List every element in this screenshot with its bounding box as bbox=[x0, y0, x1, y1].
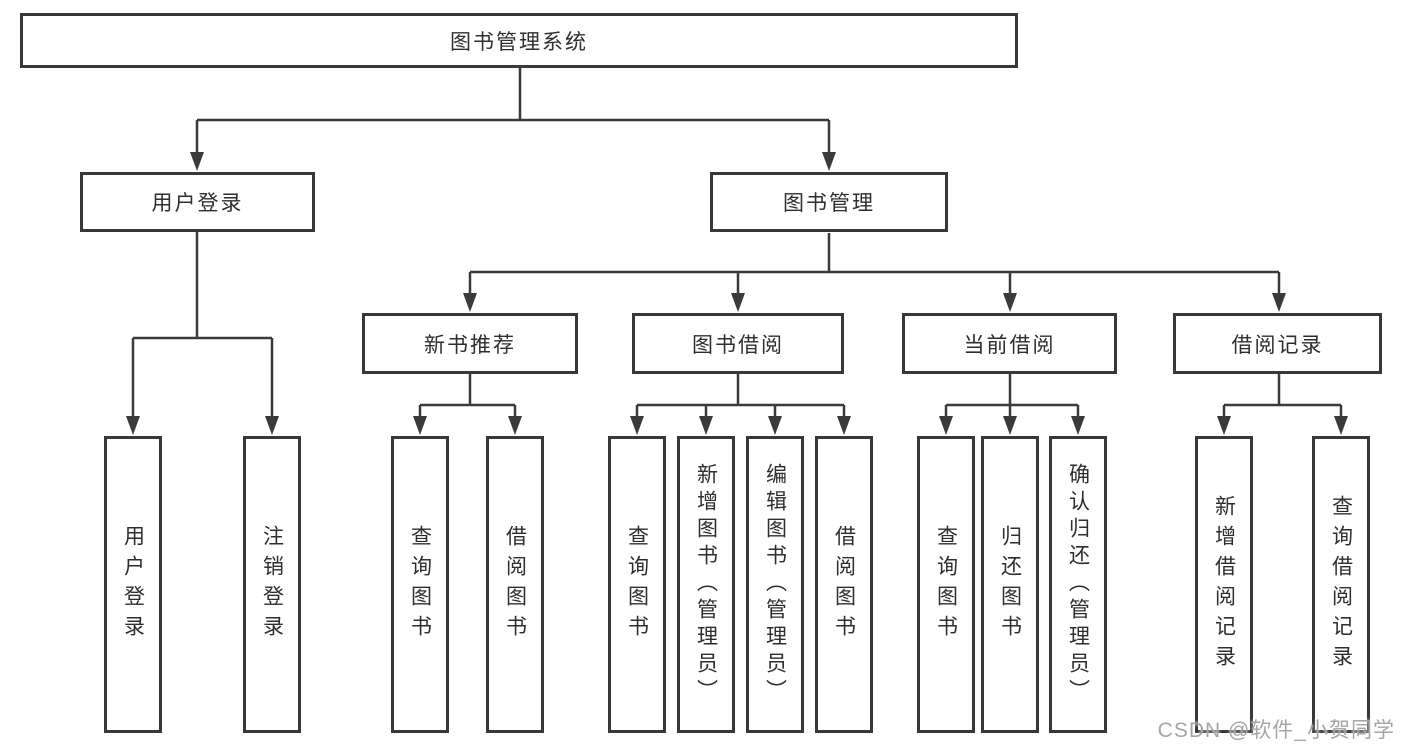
leaf-user-login: 用户登录 bbox=[104, 436, 162, 733]
leaf-borrow-borrow-book-label: 借阅图书 bbox=[832, 524, 856, 645]
leaf-newbook-query-book: 查询图书 bbox=[391, 436, 449, 733]
bus-user-login-leaves bbox=[126, 232, 279, 435]
leaf-newbook-query-book-label: 查询图书 bbox=[408, 524, 432, 645]
node-book-borrow-label: 图书借阅 bbox=[692, 333, 784, 357]
leaf-record-add-borrow-record-label: 新增借阅记录 bbox=[1212, 494, 1236, 675]
bus-book-management-to-level3 bbox=[463, 233, 1286, 312]
node-book-borrow: 图书借阅 bbox=[632, 313, 844, 374]
node-book-management-label: 图书管理 bbox=[783, 192, 875, 215]
leaf-current-query-book: 查询图书 bbox=[917, 436, 975, 733]
leaf-logout-login: 注销登录 bbox=[243, 436, 301, 733]
node-user-login: 用户登录 bbox=[80, 172, 315, 232]
node-borrow-record: 借阅记录 bbox=[1173, 313, 1382, 374]
bus-root-to-level2 bbox=[190, 68, 836, 171]
leaf-borrow-edit-book-admin: 编辑图书（管理员） bbox=[746, 436, 804, 733]
bus-current-borrow-leaves bbox=[939, 374, 1085, 435]
leaf-current-return-book-label: 归还图书 bbox=[998, 524, 1022, 645]
bus-borrow-record-leaves bbox=[1217, 374, 1348, 435]
node-borrow-record-label: 借阅记录 bbox=[1231, 333, 1324, 357]
node-library-system-label: 图书管理系统 bbox=[450, 30, 588, 54]
leaf-current-return-book: 归还图书 bbox=[981, 436, 1039, 733]
node-library-system: 图书管理系统 bbox=[20, 13, 1018, 68]
leaf-record-query-borrow-record-label: 查询借阅记录 bbox=[1329, 494, 1353, 675]
node-new-book-recommend-label: 新书推荐 bbox=[424, 333, 516, 357]
node-current-borrow: 当前借阅 bbox=[902, 313, 1117, 374]
leaf-borrow-edit-book-admin-label: 编辑图书（管理员） bbox=[763, 463, 787, 706]
leaf-record-add-borrow-record: 新增借阅记录 bbox=[1195, 436, 1253, 733]
leaf-borrow-borrow-book: 借阅图书 bbox=[815, 436, 873, 733]
leaf-current-query-book-label: 查询图书 bbox=[934, 524, 958, 645]
node-user-login-label: 用户登录 bbox=[151, 192, 244, 215]
leaf-current-confirm-return-admin: 确认归还（管理员） bbox=[1049, 436, 1107, 733]
leaf-user-login-label: 用户登录 bbox=[121, 524, 145, 645]
bus-book-borrow-leaves bbox=[630, 374, 851, 435]
node-current-borrow-label: 当前借阅 bbox=[963, 333, 1056, 357]
node-new-book-recommend: 新书推荐 bbox=[362, 313, 578, 374]
node-book-management: 图书管理 bbox=[710, 172, 948, 232]
leaf-borrow-query-book: 查询图书 bbox=[608, 436, 666, 733]
leaf-newbook-borrow-book: 借阅图书 bbox=[486, 436, 544, 733]
csdn-watermark: CSDN @软件_小贺同学 bbox=[1157, 719, 1395, 742]
leaf-borrow-query-book-label: 查询图书 bbox=[625, 524, 649, 645]
leaf-logout-login-label: 注销登录 bbox=[260, 524, 284, 645]
bus-new-book-leaves bbox=[413, 374, 522, 435]
leaf-newbook-borrow-book-label: 借阅图书 bbox=[503, 524, 527, 645]
leaf-borrow-add-book-admin-label: 新增图书（管理员） bbox=[694, 463, 718, 706]
leaf-record-query-borrow-record: 查询借阅记录 bbox=[1312, 436, 1370, 733]
leaf-borrow-add-book-admin: 新增图书（管理员） bbox=[677, 436, 735, 733]
leaf-current-confirm-return-admin-label: 确认归还（管理员） bbox=[1066, 463, 1090, 706]
